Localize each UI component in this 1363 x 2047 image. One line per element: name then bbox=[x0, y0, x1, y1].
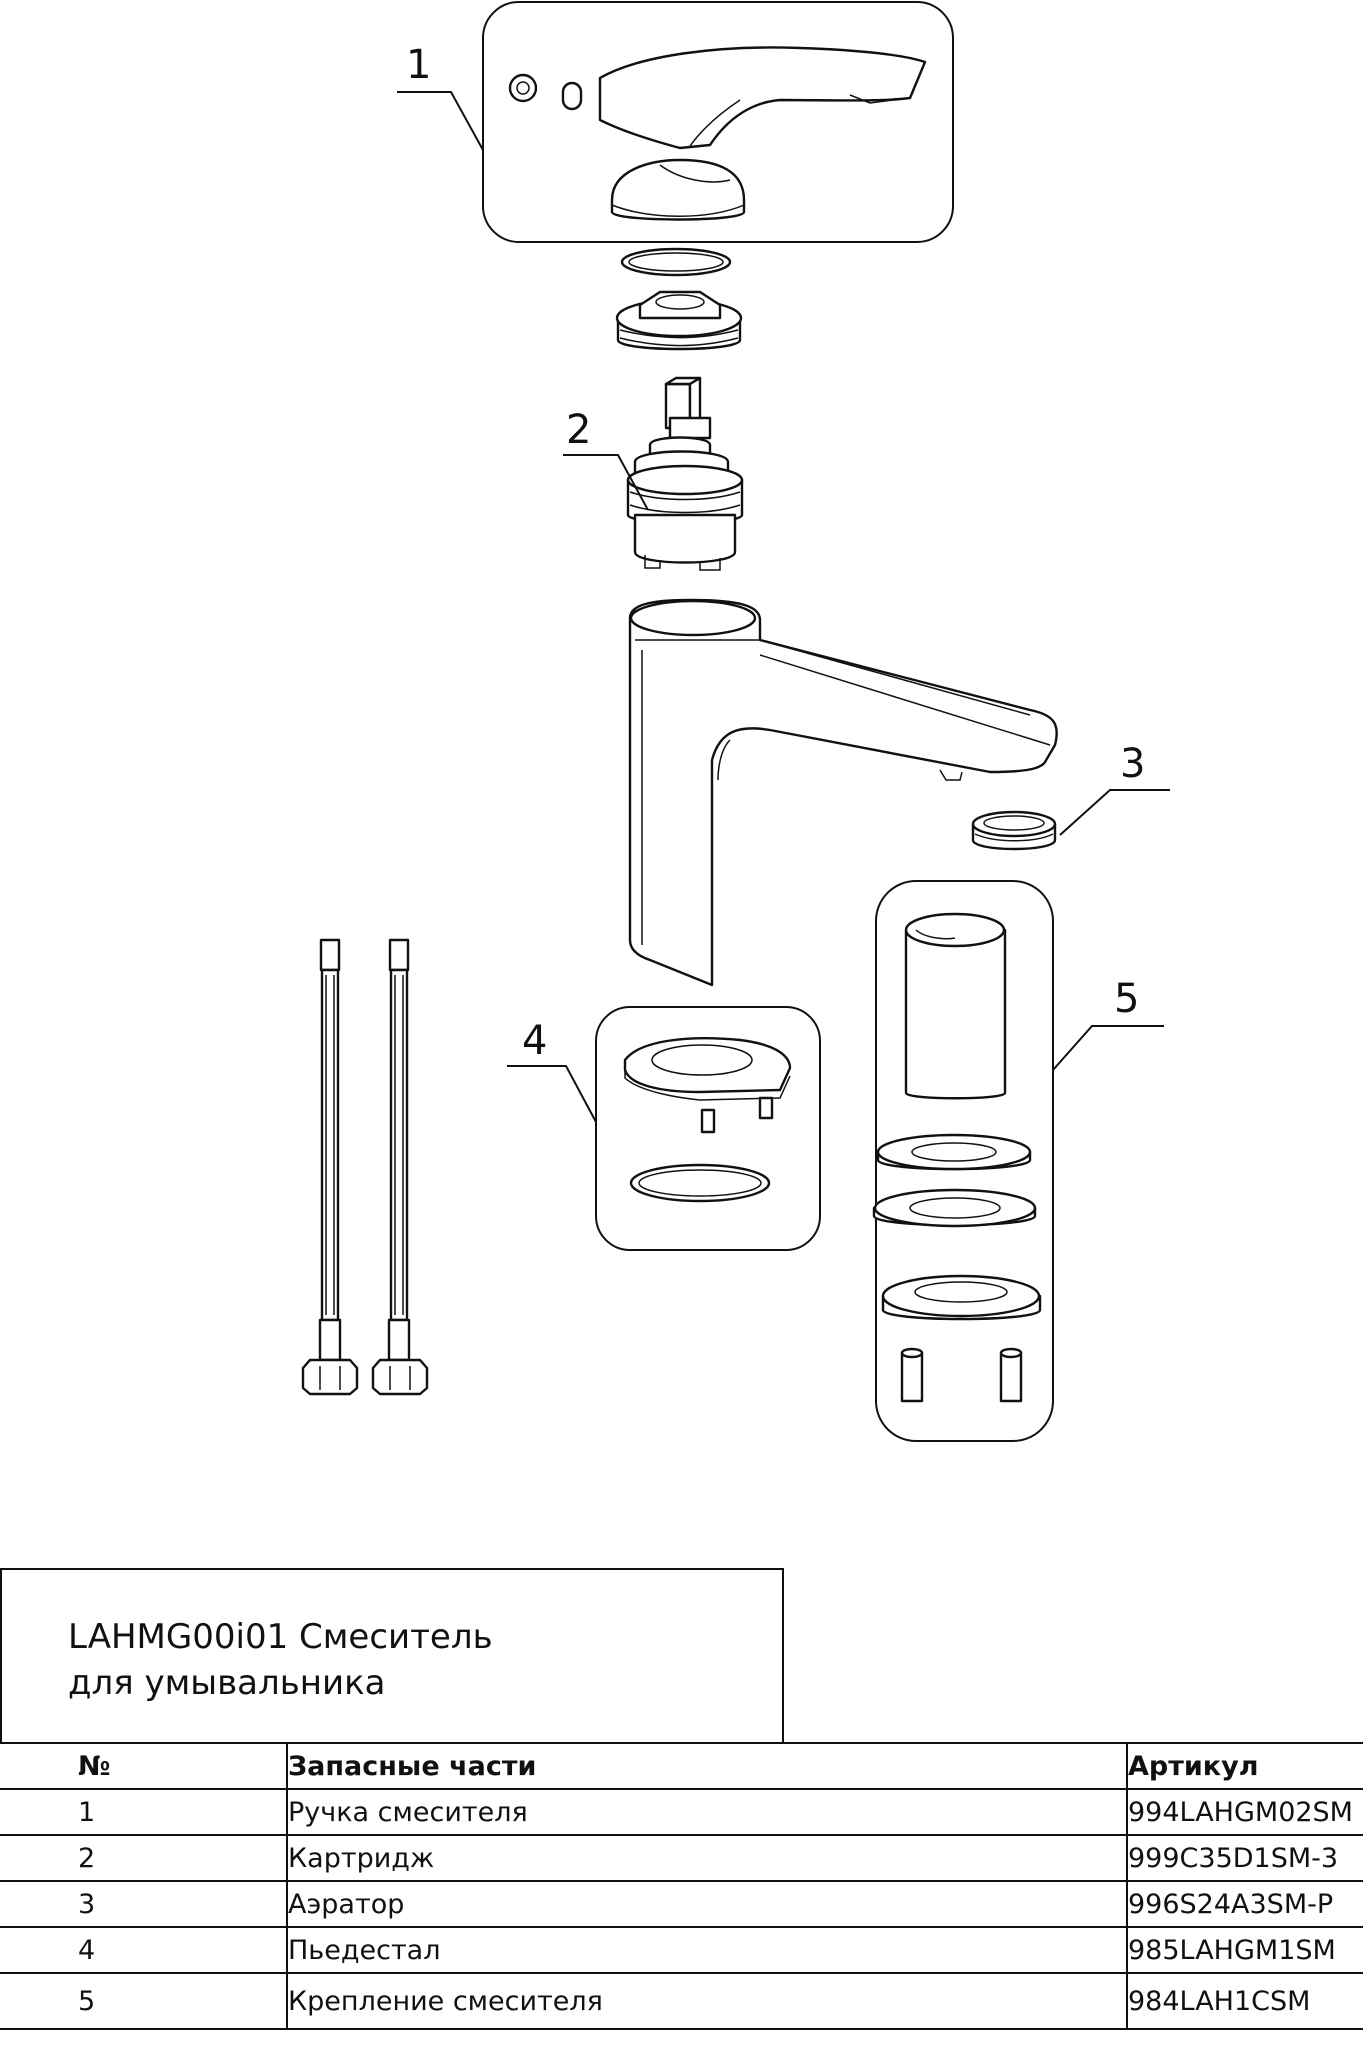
callout-1: 1 bbox=[397, 42, 484, 151]
row-number: 3 bbox=[0, 1880, 288, 1928]
row-article: 985LAHGM1SM bbox=[1126, 1926, 1363, 1974]
aerator-part[interactable] bbox=[971, 810, 1057, 851]
header-article: Артикул bbox=[1126, 1742, 1363, 1790]
callout-3: 3 bbox=[1059, 741, 1170, 836]
row-part: Аэратор bbox=[286, 1880, 1128, 1928]
header-number: № bbox=[0, 1742, 288, 1790]
screw-part bbox=[508, 73, 538, 103]
row-article: 984LAH1CSM bbox=[1126, 1972, 1363, 2030]
callout-4: 4 bbox=[507, 1018, 597, 1123]
faucet-body-part bbox=[628, 598, 1058, 987]
row-part: Картридж bbox=[286, 1834, 1128, 1882]
svg-text:2: 2 bbox=[566, 407, 591, 453]
exploded-view-drawing: 1 2 3 4 5 bbox=[301, 1, 1170, 1442]
table-row: 3 Аэратор 996S24A3SM-P bbox=[0, 1880, 1363, 1928]
table-row: 2 Картридж 999C35D1SM-3 bbox=[0, 1834, 1363, 1882]
row-part: Крепление смесителя bbox=[286, 1972, 1128, 2030]
pedestal-assembly[interactable] bbox=[595, 1006, 821, 1251]
product-title-line2: для умывальника bbox=[68, 1663, 386, 1703]
cartridge-part[interactable] bbox=[626, 376, 744, 571]
row-number: 2 bbox=[0, 1834, 288, 1882]
handle-assembly[interactable] bbox=[482, 1, 954, 243]
row-part: Пьедестал bbox=[286, 1926, 1128, 1974]
supply-hoses bbox=[301, 938, 429, 1396]
svg-text:3: 3 bbox=[1120, 741, 1145, 787]
svg-text:4: 4 bbox=[522, 1018, 547, 1064]
cap-part bbox=[561, 81, 583, 111]
table-row: 4 Пьедестал 985LAHGM1SM bbox=[0, 1926, 1363, 1974]
product-title-line1: LAHMG00i01 Смеситель bbox=[68, 1617, 493, 1657]
callout-2: 2 bbox=[563, 407, 649, 511]
dome-part bbox=[610, 158, 746, 221]
table-row: 5 Крепление смесителя 984LAH1CSM bbox=[0, 1972, 1363, 2030]
title-box: LAHMG00i01 Смеситель для умывальника bbox=[0, 1568, 784, 1744]
group-5-frame bbox=[875, 880, 1054, 1442]
group-4-frame bbox=[595, 1006, 821, 1251]
product-title: LAHMG00i01 Смеситель для умывальника bbox=[68, 1614, 493, 1706]
row-article: 996S24A3SM-P bbox=[1126, 1880, 1363, 1928]
row-article: 999C35D1SM-3 bbox=[1126, 1834, 1363, 1882]
table-header-row: № Запасные части Артикул bbox=[0, 1742, 1363, 1790]
row-part: Ручка смесителя bbox=[286, 1788, 1128, 1836]
spare-parts-table: № Запасные части Артикул 1 Ручка смесите… bbox=[0, 1742, 1363, 2030]
callout-5: 5 bbox=[1052, 976, 1164, 1071]
row-number: 4 bbox=[0, 1926, 288, 1974]
cartridge-nut-part bbox=[615, 290, 743, 351]
o-ring-part bbox=[620, 247, 732, 277]
handle-lever-part bbox=[598, 46, 927, 150]
mounting-assembly[interactable] bbox=[872, 880, 1054, 1442]
svg-text:1: 1 bbox=[406, 42, 431, 88]
row-number: 1 bbox=[0, 1788, 288, 1836]
table-row: 1 Ручка смесителя 994LAHGM02SM bbox=[0, 1788, 1363, 1836]
group-1-frame bbox=[482, 1, 954, 243]
row-article: 994LAHGM02SM bbox=[1126, 1788, 1363, 1836]
header-part: Запасные части bbox=[286, 1742, 1128, 1790]
row-number: 5 bbox=[0, 1972, 288, 2030]
svg-text:5: 5 bbox=[1114, 976, 1139, 1022]
